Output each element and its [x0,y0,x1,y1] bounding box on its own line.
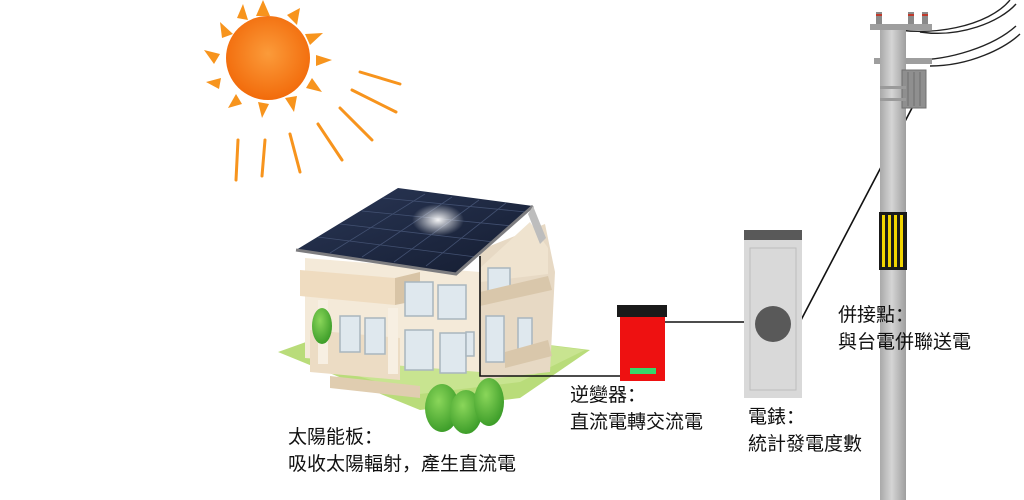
sun [204,0,402,182]
inverter-label: 逆變器： 直流電轉交流電 [570,382,703,436]
inverter-indicator [630,368,656,374]
meter-label-desc: 統計發電度數 [748,433,863,455]
meter-label: 電錶： 統計發電度數 [748,404,862,458]
sun-beams [234,70,402,182]
house-windows [339,267,533,374]
meter-label-title: 電錶： [748,406,806,428]
electric-meter [744,230,802,398]
wire-panel-to-inverter [479,256,620,377]
grid-connection-label-title: 併接點： [838,304,915,326]
solar-panel-label-title: 太陽能板： [288,426,384,448]
meter-top [744,230,802,240]
inverter-label-desc: 直流電轉交流電 [570,411,704,433]
grid-connection-label-desc: 與台電併聯送電 [838,331,972,353]
utility-pole [870,0,1021,500]
meter-dial [755,306,791,342]
inverter [617,305,667,381]
house [278,188,590,434]
bushes [312,308,504,434]
sun-disc [226,16,310,100]
sun-rays [204,0,332,118]
inverter-top [617,305,667,317]
grid-connection-label: 併接點： 與台電併聯送電 [838,302,971,356]
solar-panel-label: 太陽能板： 吸收太陽輻射，產生直流電 [288,424,516,478]
panel-glare [412,204,464,236]
inverter-label-title: 逆變器： [570,384,647,406]
solar-panel [296,188,533,274]
solar-panel-grid [317,193,527,267]
pole-crossarm [870,24,932,30]
solar-panel-label-desc: 吸收太陽輻射，產生直流電 [288,453,517,475]
insulators [876,12,928,24]
